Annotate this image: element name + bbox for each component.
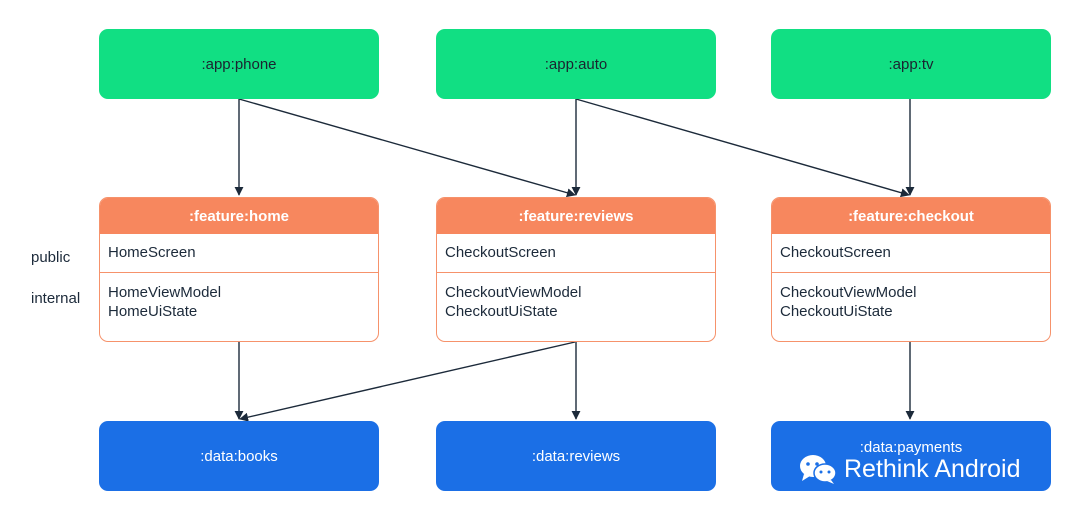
data-books-module: :data:books <box>99 421 379 491</box>
feature-home-internal-item: HomeViewModel <box>108 284 222 301</box>
feature-reviews-public: CheckoutScreen <box>437 234 715 273</box>
app-tv-label: :app:tv <box>888 55 934 73</box>
watermark-text: Rethink Android <box>844 454 1021 483</box>
app-auto-label: :app:auto <box>544 55 608 73</box>
app-phone-label: :app:phone <box>201 55 277 73</box>
public-label: public <box>31 249 71 266</box>
internal-label: internal <box>31 290 81 307</box>
arrow-auto-to-checkout <box>575 98 910 198</box>
feature-home-internal-item: HomeUiState <box>108 303 198 320</box>
app-auto-module: :app:auto <box>436 29 716 99</box>
feature-checkout-internal-item: CheckoutUiState <box>780 303 893 320</box>
data-reviews-label: :data:reviews <box>531 447 621 465</box>
feature-home-internal: HomeViewModel HomeUiState <box>100 273 378 321</box>
feature-reviews-internal-item: CheckoutViewModel <box>445 284 582 301</box>
feature-reviews-internal-item: CheckoutUiState <box>445 303 558 320</box>
feature-reviews-module: :feature:reviews CheckoutScreen Checkout… <box>436 197 716 342</box>
data-books-label: :data:books <box>200 447 278 465</box>
feature-checkout-public: CheckoutScreen <box>772 234 1050 273</box>
app-tv-module: :app:tv <box>771 29 1051 99</box>
feature-home-title: :feature:home <box>100 198 378 234</box>
app-phone-module: :app:phone <box>99 29 379 99</box>
wechat-icon <box>800 455 837 484</box>
feature-reviews-internal: CheckoutViewModel CheckoutUiState <box>437 273 715 321</box>
feature-home-public: HomeScreen <box>100 234 378 273</box>
feature-checkout-internal-item: CheckoutViewModel <box>780 284 917 301</box>
feature-reviews-title: :feature:reviews <box>437 198 715 234</box>
feature-checkout-internal: CheckoutViewModel CheckoutUiState <box>772 273 1050 321</box>
watermark: Rethink Android <box>798 452 1021 486</box>
feature-home-module: :feature:home HomeScreen HomeViewModel H… <box>99 197 379 342</box>
data-payments-label: :data:payments <box>859 439 963 456</box>
data-reviews-module: :data:reviews <box>436 421 716 491</box>
arrow-reviews-to-books <box>239 341 576 422</box>
arrow-phone-to-reviews <box>238 98 576 198</box>
feature-checkout-title: :feature:checkout <box>772 198 1050 234</box>
feature-checkout-module: :feature:checkout CheckoutScreen Checkou… <box>771 197 1051 342</box>
